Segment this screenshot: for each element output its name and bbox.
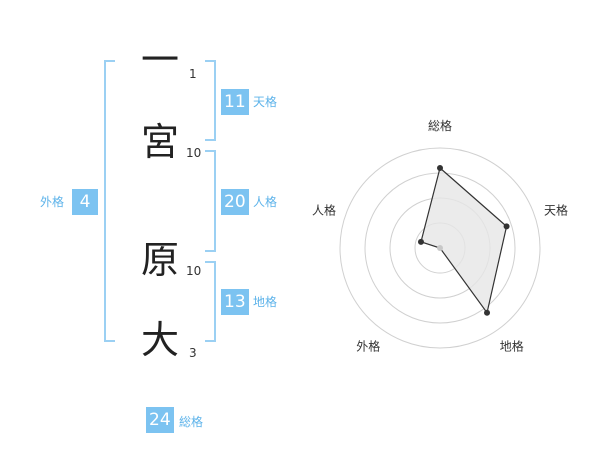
radar-axis-label-2: 地格 bbox=[500, 339, 524, 354]
name-char-2: 宮 bbox=[140, 120, 179, 164]
radar-axis-label-4: 人格 bbox=[312, 202, 336, 217]
radar-center-dot bbox=[437, 245, 443, 251]
chikaku-bracket bbox=[205, 261, 216, 342]
tenkaku-bracket bbox=[205, 60, 216, 141]
radar-axis-label-1: 天格 bbox=[544, 202, 568, 217]
tenkaku-value-badge: 11 bbox=[221, 89, 249, 115]
radar-axis-label-3: 外格 bbox=[356, 339, 380, 354]
stroke-count-1: 1 bbox=[189, 67, 197, 81]
name-char-3: 原 bbox=[140, 238, 179, 282]
gaikaku-label: 外格 bbox=[40, 195, 65, 209]
radar-series-polygon bbox=[420, 166, 508, 315]
radar-ring bbox=[339, 147, 541, 349]
gaikaku-bracket bbox=[104, 60, 115, 342]
soukaku-value-badge: 24 bbox=[146, 407, 174, 433]
gaikaku-value-badge: 4 bbox=[72, 189, 98, 215]
tenkaku-label: 天格 bbox=[253, 95, 278, 109]
jinkaku-bracket bbox=[205, 150, 216, 252]
jinkaku-label: 人格 bbox=[253, 195, 278, 209]
name-char-1: 一 bbox=[140, 38, 179, 82]
radar-point-4 bbox=[417, 238, 424, 245]
name-char-4: 大 bbox=[140, 318, 179, 362]
radar-point-1 bbox=[503, 223, 510, 230]
chikaku-label: 地格 bbox=[253, 295, 278, 309]
stroke-count-4: 3 bbox=[189, 346, 197, 360]
radar-point-0 bbox=[437, 165, 443, 171]
chikaku-value-badge: 13 bbox=[221, 289, 249, 315]
soukaku-label: 総格 bbox=[179, 415, 204, 429]
stroke-count-2: 10 bbox=[186, 146, 202, 160]
radar-point-2 bbox=[484, 309, 491, 316]
jinkaku-value-badge: 20 bbox=[221, 189, 249, 215]
radar-axis-label-0: 総格 bbox=[428, 118, 452, 133]
stroke-count-3: 10 bbox=[186, 264, 202, 278]
